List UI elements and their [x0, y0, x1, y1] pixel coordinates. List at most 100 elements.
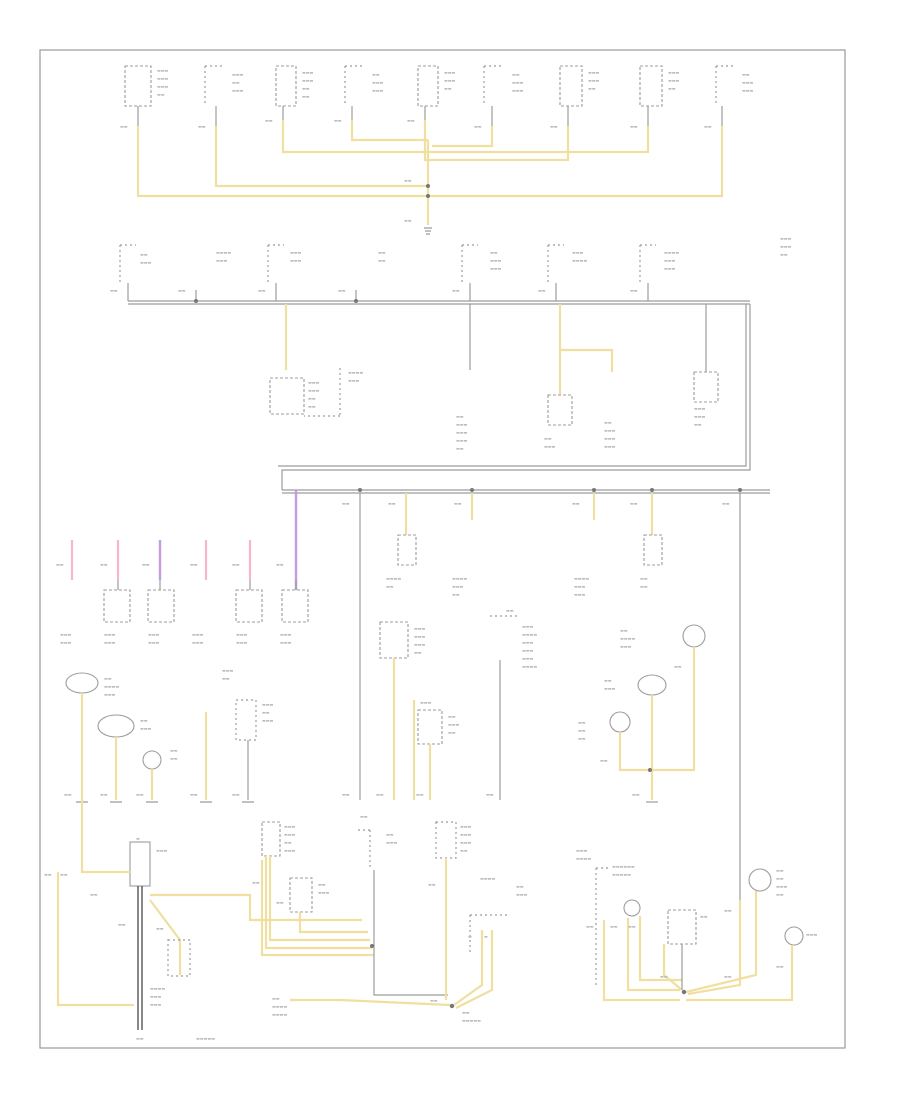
- component-box: [269, 377, 305, 415]
- svg-text:▬▬: ▬▬: [190, 562, 198, 567]
- svg-text:▬▬▬: ▬▬▬: [576, 848, 588, 853]
- svg-text:▬: ▬: [484, 934, 488, 939]
- component-outline: [469, 914, 510, 955]
- svg-text:▬▬: ▬▬: [90, 892, 98, 897]
- svg-text:▬▬: ▬▬: [660, 974, 668, 979]
- injector-box: [281, 589, 309, 623]
- svg-text:▬▬▬: ▬▬▬: [574, 584, 586, 589]
- svg-text:▬▬: ▬▬: [490, 250, 498, 255]
- harness-wire: [214, 126, 428, 188]
- svg-text:▬▬: ▬▬: [628, 924, 636, 929]
- svg-text:▬▬▬: ▬▬▬: [280, 632, 292, 637]
- svg-text:▬▬: ▬▬: [668, 86, 676, 91]
- svg-text:▬▬: ▬▬: [630, 124, 638, 129]
- svg-text:▬▬: ▬▬: [486, 792, 494, 797]
- svg-text:▬▬▬▬: ▬▬▬▬: [150, 986, 165, 991]
- component-outline: [304, 368, 341, 417]
- svg-text:▬▬: ▬▬: [700, 914, 708, 919]
- ground-wire: [373, 870, 448, 996]
- lamp-icon: [682, 624, 706, 648]
- svg-text:▬▬▬: ▬▬▬: [444, 78, 456, 83]
- svg-text:▬▬▬▬: ▬▬▬▬: [664, 250, 679, 255]
- component-box: [693, 371, 719, 403]
- battery-wire: [80, 800, 130, 874]
- svg-text:▬▬: ▬▬: [544, 436, 552, 441]
- svg-text:▬▬▬: ▬▬▬: [372, 88, 384, 93]
- svg-text:▬▬▬: ▬▬▬: [302, 70, 314, 75]
- svg-text:▬▬: ▬▬: [318, 882, 326, 887]
- svg-text:▬▬: ▬▬: [404, 218, 412, 223]
- svg-text:▬▬: ▬▬: [430, 998, 438, 1003]
- svg-text:▬▬: ▬▬: [414, 650, 422, 655]
- svg-text:▬▬: ▬▬: [302, 86, 310, 91]
- svg-text:▬▬: ▬▬: [512, 72, 520, 77]
- svg-text:▬▬▬: ▬▬▬: [460, 832, 472, 837]
- svg-text:▬▬▬: ▬▬▬: [216, 258, 228, 263]
- battery-area: ▬▬▬▬ ▬▬▬▬▬▬▬▬▬▬ ▬▬▬▬▬▬▬ ▬▬▬▬▬▬▬▬▬▬: [44, 800, 215, 1041]
- svg-text:▬▬: ▬▬: [448, 714, 456, 719]
- svg-text:▬▬: ▬▬: [452, 592, 460, 597]
- svg-text:▬▬▬: ▬▬▬: [302, 78, 314, 83]
- component-box: [547, 394, 573, 426]
- splice-node: [650, 488, 654, 492]
- svg-text:▬▬▬: ▬▬▬: [460, 840, 472, 845]
- svg-text:▬▬▬: ▬▬▬: [742, 88, 754, 93]
- svg-text:▬▬: ▬▬: [630, 288, 638, 293]
- svg-text:▬▬: ▬▬: [342, 792, 350, 797]
- svg-text:▬▬: ▬▬: [578, 736, 586, 741]
- harness-wire: [290, 998, 451, 1007]
- component-outline: [435, 821, 457, 859]
- component-box: [417, 709, 443, 745]
- svg-text:▬▬▬: ▬▬▬: [280, 640, 292, 645]
- svg-text:▬▬▬: ▬▬▬: [308, 380, 320, 385]
- svg-text:▬▬▬: ▬▬▬: [262, 718, 274, 723]
- svg-text:▬▬▬: ▬▬▬: [604, 436, 616, 441]
- svg-text:▬▬▬: ▬▬▬: [308, 388, 320, 393]
- harness-wire: [298, 912, 368, 934]
- ground-point: [449, 1003, 455, 1009]
- svg-text:▬▬▬: ▬▬▬: [60, 640, 72, 645]
- lamp-icon: [65, 672, 99, 694]
- svg-text:▬▬: ▬▬: [142, 562, 150, 567]
- svg-text:▬▬▬: ▬▬▬: [156, 848, 168, 853]
- svg-text:▬▬: ▬▬: [604, 420, 612, 425]
- svg-text:▬▬▬: ▬▬▬: [456, 430, 468, 435]
- svg-text:▬▬: ▬▬: [302, 94, 310, 99]
- svg-text:▬▬: ▬▬: [222, 676, 230, 681]
- svg-text:▬▬▬: ▬▬▬: [157, 68, 169, 73]
- diagram-frame: [39, 49, 846, 1049]
- svg-text:▬▬▬: ▬▬▬: [448, 722, 460, 727]
- bus-stubs: [127, 283, 649, 301]
- splice-node: [426, 184, 430, 188]
- lamp-icon: [623, 899, 641, 917]
- splice-node: [592, 488, 596, 492]
- svg-text:▬▬: ▬▬: [157, 92, 165, 97]
- component-outline: [595, 867, 608, 988]
- lamp-icon: [748, 868, 772, 892]
- svg-text:▬▬▬: ▬▬▬: [574, 592, 586, 597]
- svg-text:▬▬▬: ▬▬▬: [414, 642, 426, 647]
- battery-icon: [129, 841, 151, 887]
- svg-text:▬▬: ▬▬: [388, 501, 396, 506]
- component-box: [379, 621, 409, 659]
- svg-text:▬▬: ▬▬: [232, 562, 240, 567]
- splice-node: [426, 194, 430, 198]
- svg-text:▬▬: ▬▬: [198, 124, 206, 129]
- svg-text:▬▬▬▬: ▬▬▬▬: [522, 632, 537, 637]
- svg-text:▬▬▬▬: ▬▬▬▬: [216, 250, 231, 255]
- harness-wire: [350, 120, 428, 142]
- lower-right: ▬▬▬▬▬▬▬ ▬▬▬▬▬▬▬▬▬▬▬ ▬▬ ▬▬▬▬▬▬▬▬▬ ▬▬▬ ▬▬▬…: [576, 848, 818, 1002]
- svg-text:▬▬▬▬: ▬▬▬▬: [452, 576, 467, 581]
- svg-text:▬▬: ▬▬: [120, 124, 128, 129]
- return-wire: [281, 304, 751, 490]
- harness-wire: [626, 918, 680, 992]
- svg-text:▬▬▬: ▬▬▬: [780, 244, 792, 249]
- svg-text:▬▬▬: ▬▬▬: [222, 668, 234, 673]
- svg-text:▬▬▬: ▬▬▬: [284, 824, 296, 829]
- lamp-wire: [618, 732, 650, 772]
- svg-text:▬▬: ▬▬: [334, 118, 342, 123]
- harness-wire: [453, 930, 484, 1006]
- svg-text:▬▬: ▬▬: [578, 728, 586, 733]
- svg-text:▬▬: ▬▬: [252, 880, 260, 885]
- svg-text:▬▬▬: ▬▬▬: [620, 644, 632, 649]
